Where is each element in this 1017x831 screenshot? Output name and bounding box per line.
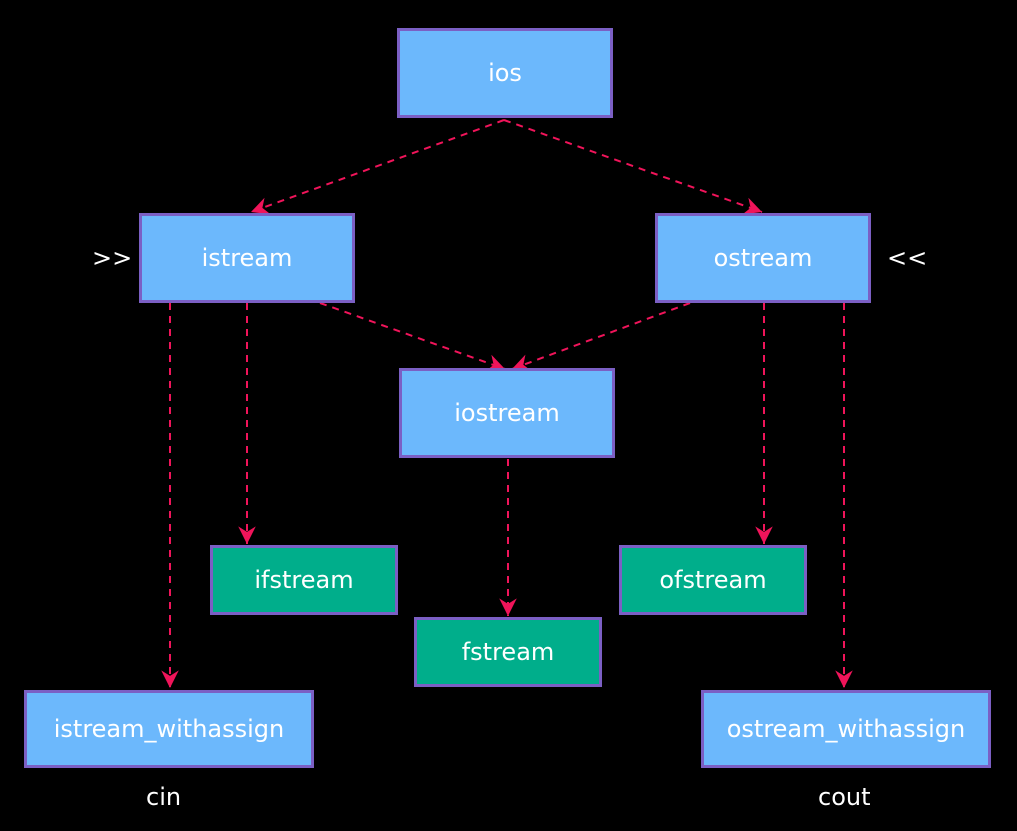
node-ostream: ostream [655, 213, 871, 303]
node-ifstream: ifstream [210, 545, 398, 615]
node-fstream: fstream [414, 617, 602, 687]
node-istream: istream [139, 213, 355, 303]
arrow-ios-to-istream [250, 119, 505, 215]
arrow-ostream-to-iostream [511, 302, 691, 372]
node-istream-withassign: istream_withassign [24, 690, 314, 768]
cin-label: cin [146, 783, 182, 811]
extraction-operator-label: >> [92, 244, 133, 272]
node-ostream-withassign: ostream_withassign [701, 690, 991, 768]
node-iostream: iostream [399, 368, 615, 458]
arrow-ios-to-ostream [503, 119, 763, 215]
node-ios: ios [397, 28, 613, 118]
node-ofstream: ofstream [619, 545, 807, 615]
arrow-istream-to-iostream [319, 302, 506, 372]
insertion-operator-label: << [887, 244, 928, 272]
cout-label: cout [818, 783, 871, 811]
